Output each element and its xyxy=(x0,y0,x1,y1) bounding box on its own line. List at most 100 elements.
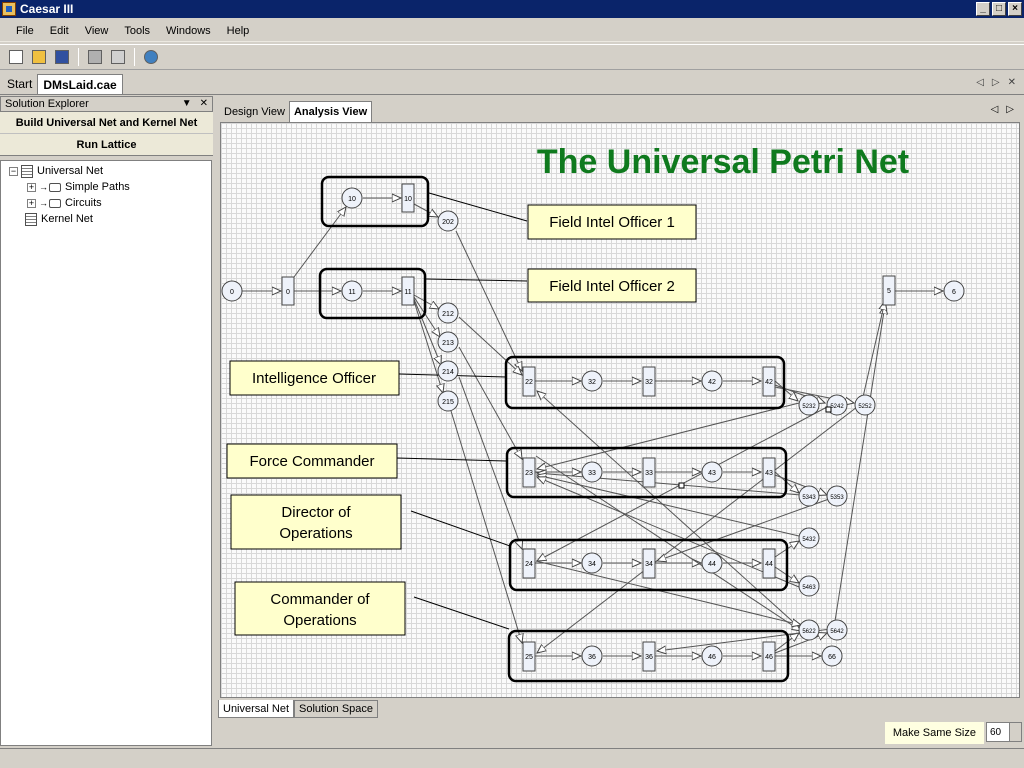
restore-button[interactable]: □ xyxy=(992,2,1006,16)
transition[interactable]: 33 xyxy=(642,457,656,488)
transition[interactable]: 11 xyxy=(401,276,415,306)
new-button[interactable] xyxy=(6,47,26,67)
menu-windows[interactable]: Windows xyxy=(166,24,211,37)
transition[interactable]: 5 xyxy=(882,275,896,306)
tab-solution-space[interactable]: Solution Space xyxy=(294,700,379,718)
callout-co-box[interactable] xyxy=(234,581,406,636)
print-preview-button[interactable] xyxy=(108,47,128,67)
group-box-director-of-operations[interactable] xyxy=(508,538,789,592)
make-same-size-button[interactable]: Make Same Size xyxy=(884,722,984,744)
place[interactable]: 44 xyxy=(701,552,723,574)
place[interactable]: 5622 xyxy=(798,619,820,641)
place[interactable]: 0 xyxy=(221,280,243,302)
transition[interactable]: 22 xyxy=(522,366,536,397)
place[interactable]: 66 xyxy=(821,645,843,667)
place[interactable]: 36 xyxy=(581,645,603,667)
group-box-fio1[interactable] xyxy=(320,175,430,228)
group-box-fio2[interactable] xyxy=(318,267,427,320)
scroll-left-icon[interactable]: ◁ xyxy=(976,77,984,88)
tree-item-simple-paths[interactable]: + → Simple Paths xyxy=(1,179,211,195)
transition[interactable]: 25 xyxy=(522,641,536,672)
place[interactable]: 34 xyxy=(581,552,603,574)
group-box-intelligence-officer[interactable] xyxy=(504,355,786,410)
save-button[interactable] xyxy=(52,47,72,67)
transition[interactable]: 10 xyxy=(401,183,415,213)
place[interactable]: 32 xyxy=(581,370,603,392)
web-button[interactable] xyxy=(141,47,161,67)
expand-icon[interactable]: + xyxy=(27,197,36,208)
group-box-force-commander[interactable] xyxy=(505,446,788,499)
menu-edit[interactable]: Edit xyxy=(49,24,69,37)
callout-fc-box[interactable] xyxy=(226,443,398,479)
selection-handle[interactable] xyxy=(825,406,832,413)
selection-handle[interactable] xyxy=(678,482,685,489)
tab-design-view[interactable]: Design View xyxy=(224,106,285,118)
tree-item-universal-net[interactable]: − Universal Net xyxy=(1,163,211,179)
place[interactable]: 43 xyxy=(701,461,723,483)
tab-universal-net[interactable]: Universal Net xyxy=(218,700,295,718)
transition[interactable]: 0 xyxy=(281,276,295,306)
close-document-icon[interactable]: ✕ xyxy=(1007,77,1016,88)
place[interactable]: 202 xyxy=(437,210,459,232)
place[interactable]: 33 xyxy=(581,461,603,483)
menu-file[interactable]: File xyxy=(16,24,34,37)
tree-item-kernel-net[interactable]: Kernel Net xyxy=(1,211,211,227)
place[interactable]: 10 xyxy=(341,187,363,209)
build-universal-net-button[interactable]: Build Universal Net and Kernel Net xyxy=(0,112,213,134)
place[interactable]: 5642 xyxy=(826,619,848,641)
tab-dmslaid[interactable]: DMsLaid.cae xyxy=(37,74,123,94)
place[interactable]: 42 xyxy=(701,370,723,392)
place[interactable]: 5432 xyxy=(798,527,820,549)
place[interactable]: 6 xyxy=(943,280,965,302)
collapse-icon[interactable]: − xyxy=(9,165,18,176)
transition[interactable]: 24 xyxy=(522,548,536,579)
menu-help[interactable]: Help xyxy=(226,24,250,37)
svg-text:5343: 5343 xyxy=(802,495,816,501)
menu-tools[interactable]: Tools xyxy=(124,24,151,37)
run-lattice-button[interactable]: Run Lattice xyxy=(0,134,213,156)
place[interactable]: 212 xyxy=(437,302,459,324)
size-value-input[interactable]: 60 xyxy=(986,722,1022,742)
menu-view[interactable]: View xyxy=(84,24,109,37)
callout-fio2-box[interactable] xyxy=(527,268,697,303)
transition[interactable]: 46 xyxy=(762,641,776,672)
place[interactable]: 5343 xyxy=(798,485,820,507)
place[interactable]: 46 xyxy=(701,645,723,667)
callout-fio1-box[interactable] xyxy=(527,204,697,240)
scroll-left-icon[interactable]: ◁ xyxy=(990,104,999,115)
callout-io-box[interactable] xyxy=(229,360,400,396)
minimize-button[interactable]: _ xyxy=(976,2,990,16)
transition[interactable]: 44 xyxy=(762,548,776,579)
expand-icon[interactable]: + xyxy=(27,181,36,192)
transition[interactable]: 36 xyxy=(642,641,656,672)
group-box-commander-of-operations[interactable] xyxy=(507,629,790,683)
petri-net-canvas[interactable]: The Universal Petri Net xyxy=(220,122,1020,698)
close-panel-icon[interactable]: ✕ xyxy=(199,98,208,109)
pin-icon[interactable]: ▼ xyxy=(181,98,192,109)
close-button[interactable]: × xyxy=(1008,2,1022,16)
transition[interactable]: 42 xyxy=(762,366,776,397)
place[interactable]: 213 xyxy=(437,331,459,353)
place[interactable]: 5242 xyxy=(826,394,848,416)
title-bar[interactable]: Caesar III _ □ × xyxy=(0,0,1024,18)
transition[interactable]: 34 xyxy=(642,548,656,579)
place[interactable]: 5232 xyxy=(798,394,820,416)
place[interactable]: 5252 xyxy=(854,394,876,416)
open-button[interactable] xyxy=(29,47,49,67)
scroll-right-icon[interactable]: ▷ xyxy=(991,77,1000,88)
transition[interactable]: 32 xyxy=(642,366,656,397)
place[interactable]: 214 xyxy=(437,360,459,382)
callout-do-box[interactable] xyxy=(230,494,402,550)
tab-start[interactable]: Start xyxy=(7,77,33,91)
tab-analysis-view[interactable]: Analysis View xyxy=(288,101,373,122)
place[interactable]: 5353 xyxy=(826,485,848,507)
scroll-right-icon[interactable]: ▷ xyxy=(1006,104,1014,115)
print-button[interactable] xyxy=(85,47,105,67)
tree-item-circuits[interactable]: + → Circuits xyxy=(1,195,211,211)
place[interactable]: 215 xyxy=(437,390,459,412)
spinner-icon[interactable] xyxy=(1009,723,1021,741)
place[interactable]: 5463 xyxy=(798,575,820,597)
transition[interactable]: 23 xyxy=(522,457,536,488)
place[interactable]: 11 xyxy=(341,280,363,302)
transition[interactable]: 43 xyxy=(762,457,776,488)
